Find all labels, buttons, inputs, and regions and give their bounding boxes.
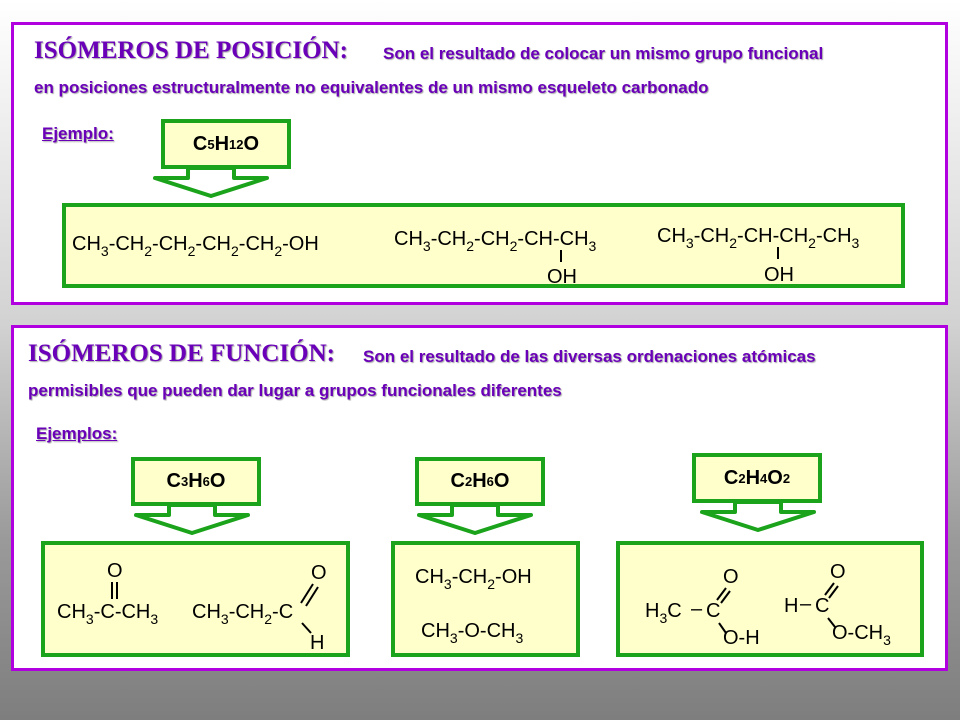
- bond-dash: –: [800, 593, 812, 615]
- ester-carbonyl-oxygen: O: [830, 561, 846, 583]
- acid-ester-structures: H3C – C O O-H H – C O O-CH3: [645, 561, 891, 649]
- alcohol-ether-structures: CH3-CH2-OH CH3-O-CH3: [415, 566, 532, 646]
- acid-carbon: C: [706, 600, 720, 622]
- propanal-formula: CH3-CH2-C: [192, 601, 293, 627]
- acid-carbonyl-oxygen: O: [723, 566, 739, 588]
- function-isomers-panel: ISÓMEROS DE FUNCIÓN: Son el resultado de…: [11, 325, 948, 671]
- double-bond: [305, 586, 319, 607]
- hydroxyl-substituent: OH: [764, 264, 794, 284]
- ester-hydrogen: H: [784, 595, 798, 617]
- single-bond: [718, 622, 727, 634]
- carbonyl-oxygen: O: [311, 562, 327, 584]
- ester-carbon: C: [815, 595, 829, 617]
- double-bond: [300, 583, 314, 604]
- ethanol-formula: CH3-CH2-OH: [415, 566, 532, 592]
- down-arrow: [417, 505, 533, 535]
- double-bond: [720, 590, 731, 604]
- alcohol-ether-box: CH3-CH2-OH CH3-O-CH3: [391, 541, 580, 657]
- double-bond: [828, 585, 839, 599]
- position-example-label: Ejemplo:: [42, 124, 114, 143]
- ketone-aldehyde-box: O CH3-C-CH3 O CH3-CH2-C H: [41, 541, 350, 657]
- acetone-formula: CH3-C-CH3: [57, 601, 158, 627]
- position-title: ISÓMEROS DE POSICIÓN:: [34, 37, 348, 64]
- acid-ester-box: H3C – C O O-H H – C O O-CH3: [616, 541, 924, 657]
- function-desc-line2: permisibles que pueden dar lugar a grupo…: [28, 381, 562, 400]
- position-structures: CH3-CH2-CH2-CH2-CH2-OH CH3-CH2-CH2-CH-CH…: [72, 225, 860, 284]
- aldehyde-hydrogen: H: [310, 632, 324, 653]
- position-structures-box: CH3-CH2-CH2-CH2-CH2-OH CH3-CH2-CH2-CH-CH…: [62, 203, 905, 288]
- ether-formula: CH3-O-CH3: [421, 620, 523, 646]
- double-bond: [824, 582, 835, 596]
- down-arrow: [700, 502, 816, 532]
- down-arrow: [134, 505, 250, 535]
- structure-3-pentanol: CH3-CH2-CH-CH2-CH3: [657, 225, 860, 251]
- single-bond: [827, 617, 836, 628]
- function-desc-line1: Son el resultado de las diversas ordenac…: [363, 347, 816, 366]
- hydroxyl-substituent: OH: [547, 266, 577, 284]
- position-isomers-panel: ISÓMEROS DE POSICIÓN: Son el resultado d…: [11, 22, 948, 305]
- acid-hydroxyl: O-H: [723, 627, 760, 649]
- structure-2-pentanol: CH3-CH2-CH2-CH-CH3: [394, 228, 597, 254]
- position-desc-line2: en posiciones estructuralmente no equiva…: [34, 78, 709, 97]
- single-bond: [301, 622, 312, 634]
- ester-methoxy: O-CH3: [832, 622, 891, 648]
- down-arrow: [153, 168, 269, 198]
- position-desc-line1: Son el resultado de colocar un mismo gru…: [383, 44, 824, 63]
- carbonyl-oxygen: O: [107, 560, 123, 582]
- double-bond: [716, 587, 727, 601]
- function-title: ISÓMEROS DE FUNCIÓN:: [28, 340, 335, 367]
- function-example-label: Ejemplos:: [36, 424, 118, 443]
- ketone-aldehyde-structures: O CH3-C-CH3 O CH3-CH2-C H: [57, 560, 327, 653]
- acid-methyl-group: H3C: [645, 600, 682, 626]
- structure-1-pentanol: CH3-CH2-CH2-CH2-CH2-OH: [72, 233, 319, 259]
- bond-dash: –: [691, 598, 703, 620]
